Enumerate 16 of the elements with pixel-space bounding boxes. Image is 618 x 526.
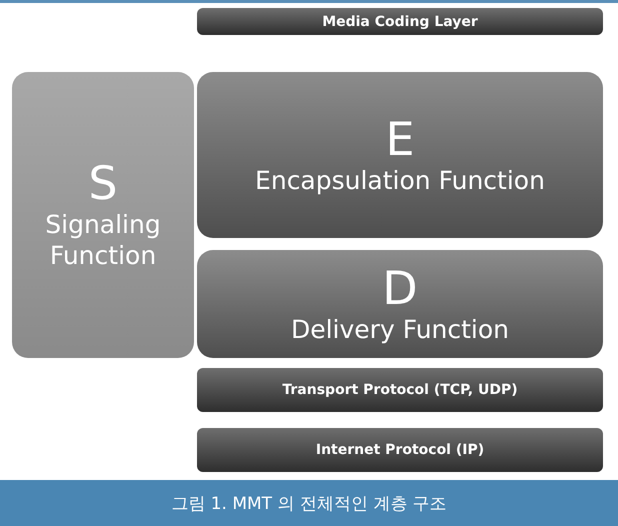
layer-letter: D <box>382 263 418 314</box>
layer-label: Transport Protocol (TCP, UDP) <box>282 382 518 398</box>
layer-label: Encapsulation Function <box>255 164 545 196</box>
function-panel <box>197 72 603 238</box>
layer-label: Internet Protocol (IP) <box>316 442 484 458</box>
layer-label: Media Coding Layer <box>322 14 478 30</box>
layer-letter: S <box>88 158 118 210</box>
layer-bar <box>197 8 603 35</box>
layer-label: Delivery Function <box>290 314 510 345</box>
layer-bar <box>197 368 603 412</box>
function-panel <box>197 250 603 358</box>
layer-letter: E <box>385 114 415 165</box>
layer-label: Signaling Function <box>44 209 162 272</box>
layer-bar <box>197 428 603 472</box>
function-panel <box>12 72 194 358</box>
caption-text: 그림 1. MMT 의 전체적인 계층 구조 <box>171 492 447 514</box>
